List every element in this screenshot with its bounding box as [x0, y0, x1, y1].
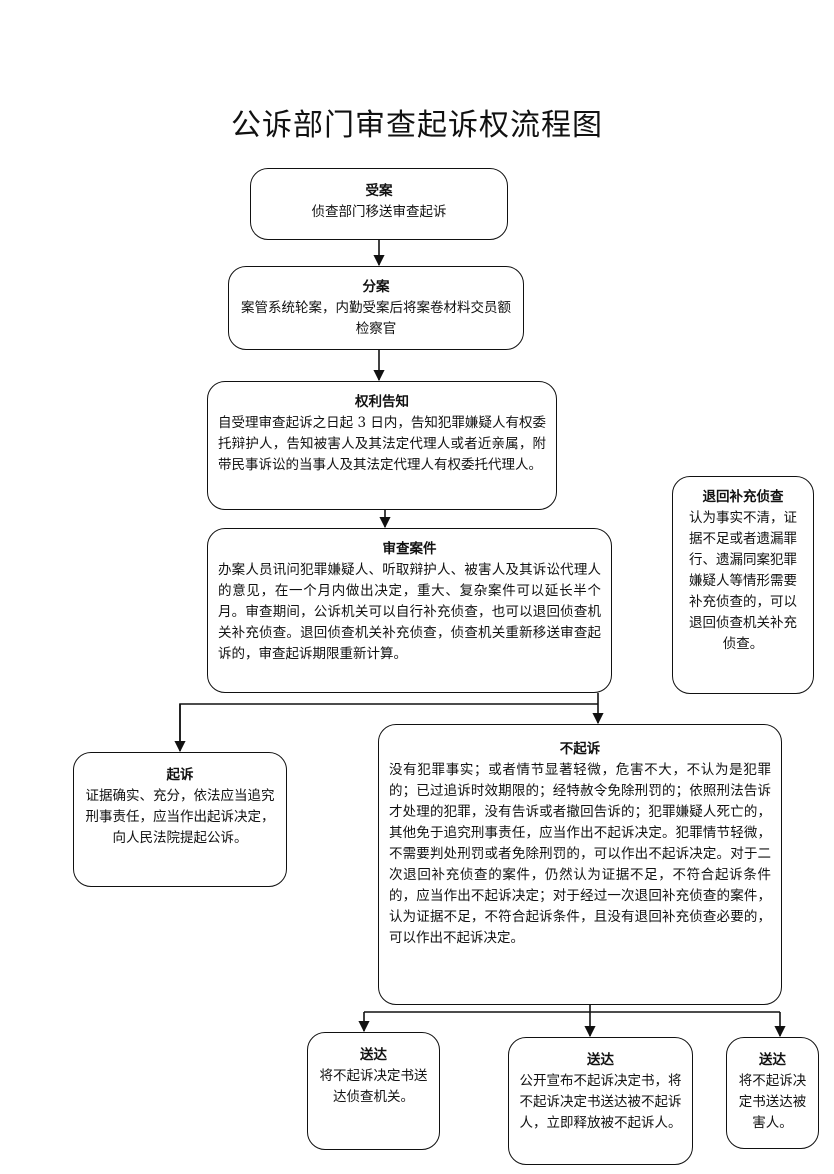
node-prosecute-heading: 起诉 [166, 767, 194, 783]
node-deliver-public: 送达 公开宣布不起诉决定书，将不起诉决定书送达被不起诉人，立即释放被不起诉人。 [508, 1037, 693, 1165]
node-deliver-public-text: 公开宣布不起诉决定书，将不起诉决定书送达被不起诉人，立即释放被不起诉人。 [519, 1073, 682, 1131]
node-review-case: 审查案件 办案人员讯问犯罪嫌疑人、听取辩护人、被害人及其诉讼代理人的意见，在一个… [207, 528, 612, 693]
node-deliver-victim-heading: 送达 [759, 1052, 786, 1068]
node-deliver-police-text: 将不起诉决定书送达侦查机关。 [319, 1068, 428, 1105]
node-assign-case-text: 案管系统轮案，内勤受案后将案卷材料交员额检察官 [241, 300, 511, 337]
node-rights-notice: 权利告知 自受理审查起诉之日起 3 日内，告知犯罪嫌疑人有权委托辩护人，告知被害… [207, 381, 557, 510]
node-assign-case-heading: 分案 [362, 279, 390, 295]
node-review-case-text: 办案人员讯问犯罪嫌疑人、听取辩护人、被害人及其诉讼代理人的意见，在一个月内做出决… [218, 562, 601, 662]
node-prosecute: 起诉 证据确实、充分，依法应当追究刑事责任，应当作出起诉决定，向人民法院提起公诉… [73, 752, 287, 887]
node-no-prosecution: 不起诉 没有犯罪事实；或者情节显著轻微，危害不大，不认为是犯罪的；已过追诉时效期… [378, 724, 782, 1005]
node-rights-notice-text: 自受理审查起诉之日起 3 日内，告知犯罪嫌疑人有权委托辩护人，告知被害人及其法定… [218, 415, 546, 473]
page-title: 公诉部门审查起诉权流程图 [231, 108, 603, 143]
node-accept-case-heading: 受案 [365, 183, 393, 199]
node-assign-case: 分案 案管系统轮案，内勤受案后将案卷材料交员额检察官 [228, 266, 524, 350]
node-prosecute-text: 证据确实、充分，依法应当追究刑事责任，应当作出起诉决定，向人民法院提起公诉。 [85, 788, 275, 846]
node-supplementary-investigation-heading: 退回补充侦查 [702, 489, 784, 505]
node-accept-case-text: 侦查部门移送审查起诉 [311, 204, 447, 220]
node-deliver-victim: 送达 将不起诉决定书送达被害人。 [726, 1037, 819, 1149]
node-supplementary-investigation-text: 认为事实不清，证据不足或者遗漏罪行、遗漏同案犯罪嫌疑人等情形需要补充侦查的，可以… [689, 510, 797, 652]
node-supplementary-investigation: 退回补充侦查 认为事实不清，证据不足或者遗漏罪行、遗漏同案犯罪嫌疑人等情形需要补… [672, 476, 814, 694]
node-rights-notice-heading: 权利告知 [355, 394, 409, 410]
node-no-prosecution-text: 没有犯罪事实；或者情节显著轻微，危害不大，不认为是犯罪的；已过追诉时效期限的；经… [389, 762, 771, 946]
node-deliver-police-heading: 送达 [360, 1047, 387, 1063]
node-deliver-police: 送达 将不起诉决定书送达侦查机关。 [307, 1032, 440, 1150]
node-deliver-victim-text: 将不起诉决定书送达被害人。 [738, 1073, 807, 1131]
node-no-prosecution-heading: 不起诉 [559, 741, 601, 757]
node-review-case-heading: 审查案件 [382, 541, 437, 557]
node-deliver-public-heading: 送达 [587, 1052, 614, 1068]
node-accept-case: 受案 侦查部门移送审查起诉 [250, 168, 508, 240]
